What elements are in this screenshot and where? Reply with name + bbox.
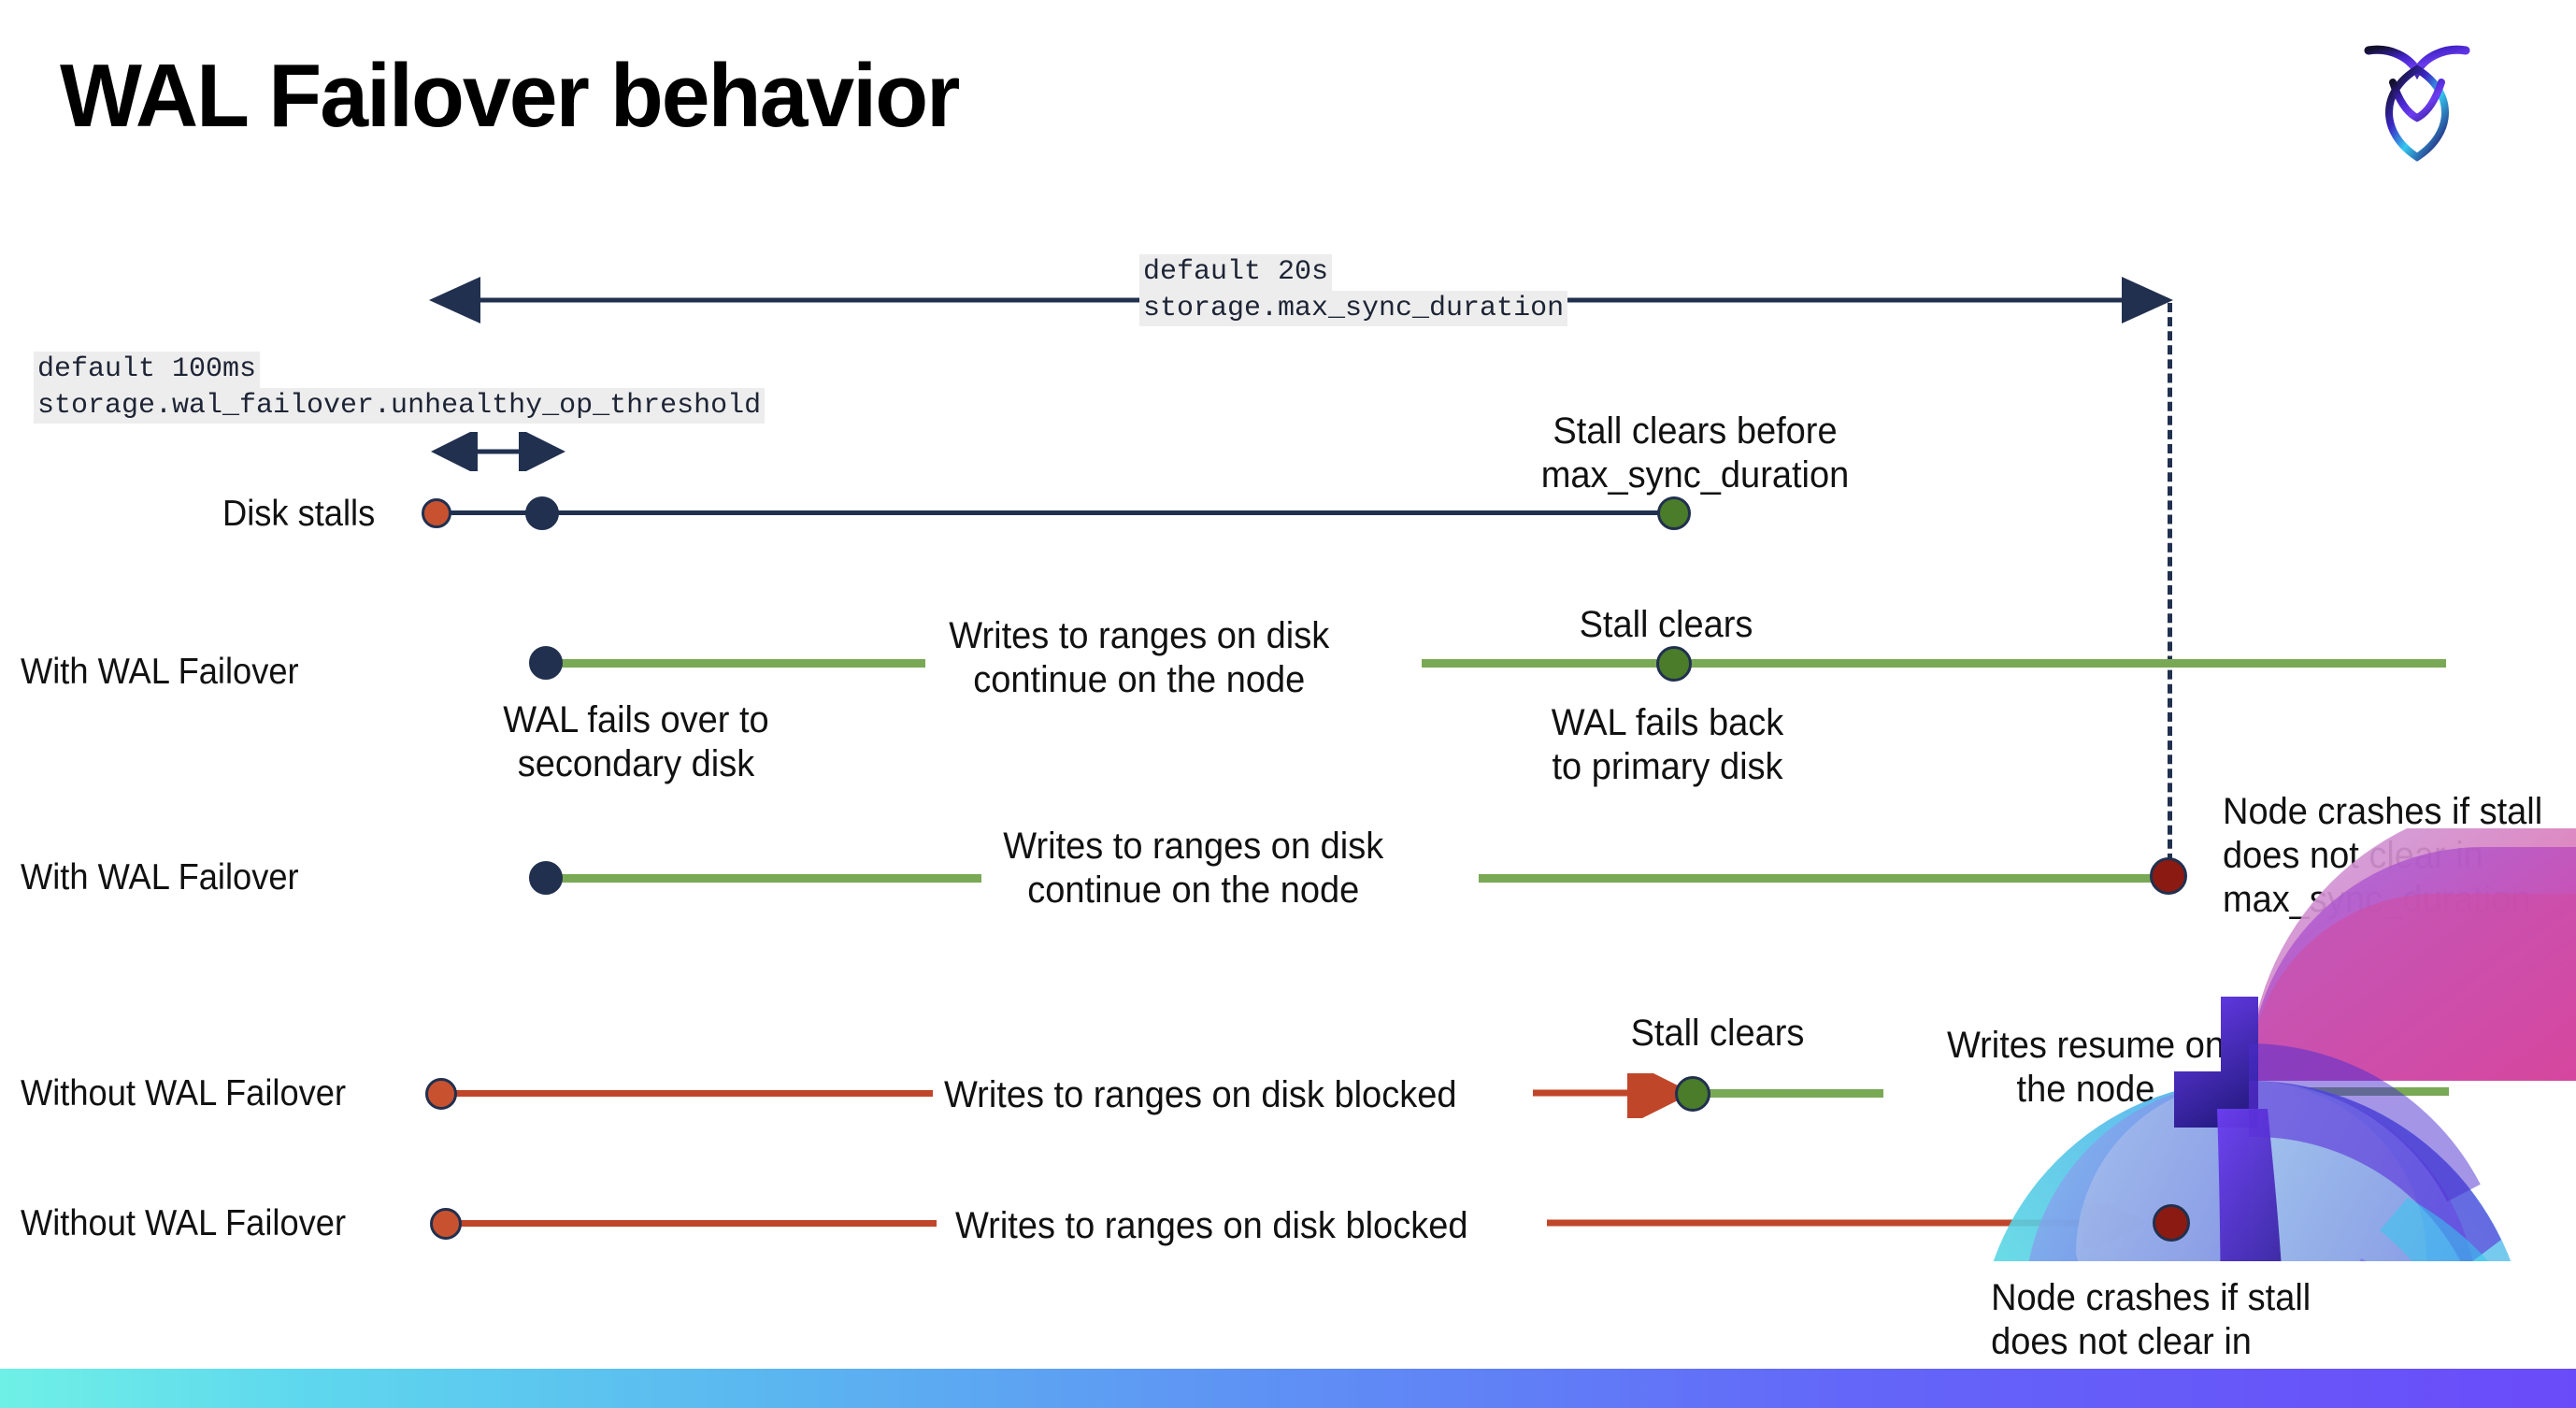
with-wal-failover-1-segment-a xyxy=(542,659,925,668)
without-wal-failover-2-blocked-segment-a xyxy=(460,1220,937,1227)
row-label-with-wal-failover-2: With WAL Failover xyxy=(21,857,299,898)
cockroachdb-logo-icon xyxy=(2352,24,2483,165)
row-label-with-wal-failover-1: With WAL Failover xyxy=(21,652,299,692)
row-label-without-wal-failover-1: Without WAL Failover xyxy=(21,1073,347,1113)
callout-writes-resume: Writes resume on the node xyxy=(1946,1025,2225,1111)
with-wal-failover-2-segment-a xyxy=(542,874,981,883)
disk-stall-clears-dot xyxy=(1657,496,1691,530)
wal-stall-clears-dot-1 xyxy=(1656,646,1692,682)
max-sync-duration-annotation: default 20s storage.max_sync_duration xyxy=(1139,254,1568,327)
wal-failover-start-dot-1 xyxy=(529,646,563,680)
node-crash-dot-2 xyxy=(2153,1204,2190,1242)
max-sync-dashed-connector xyxy=(2168,303,2172,877)
wal-failover-start-dot-2 xyxy=(529,861,563,895)
page-title: WAL Failover behavior xyxy=(60,46,960,146)
node-crash-dot-1 xyxy=(2150,857,2187,895)
with-wal-failover-2-segment-b xyxy=(1479,874,2170,883)
unhealthy-op-setting-text: storage.wal_failover.unhealthy_op_thresh… xyxy=(34,387,766,424)
callout-stall-clears-1: Stall clears xyxy=(1579,604,1753,645)
row-label-without-wal-failover-2: Without WAL Failover xyxy=(21,1203,347,1243)
callout-stall-clears-before-max-sync: Stall clears before max_sync_duration xyxy=(1540,410,1850,496)
row-label-disk-stalls: Disk stalls xyxy=(222,494,376,534)
disk-stall-detected-dot xyxy=(525,496,559,530)
callout-stall-clears-2: Stall clears xyxy=(1630,1013,1805,1054)
callout-writes-blocked-2: Writes to ranges on disk blocked xyxy=(955,1205,1468,1246)
max-sync-setting-text: storage.max_sync_duration xyxy=(1139,290,1568,327)
disk-stalls-timeline xyxy=(436,510,1675,515)
callout-writes-continue-1: Writes to ranges on disk continue on the… xyxy=(949,615,1330,701)
unhealthy-op-default-text: default 100ms xyxy=(34,352,261,388)
without-wal-failover-1-blocked-segment xyxy=(456,1090,933,1097)
with-wal-failover-1-segment-b xyxy=(1422,659,2446,668)
disk-stall-start-dot xyxy=(422,498,451,528)
without-wal-stall-clears-dot-1 xyxy=(1675,1076,1710,1112)
callout-writes-blocked-1: Writes to ranges on disk blocked xyxy=(944,1074,1457,1115)
without-wal-failover-1-arrow xyxy=(1533,1073,1693,1118)
max-sync-default-text: default 20s xyxy=(1139,254,1333,291)
without-wal-stall-start-dot-2 xyxy=(430,1208,462,1240)
unhealthy-op-threshold-annotation: default 100ms storage.wal_failover.unhea… xyxy=(34,352,766,424)
without-wal-failover-1-resume-segment-a xyxy=(1706,1089,1883,1098)
bottom-gradient-bar xyxy=(0,1369,2576,1408)
without-wal-stall-start-dot-1 xyxy=(425,1078,457,1110)
callout-wal-fails-back: WAL fails back to primary disk xyxy=(1551,702,1784,788)
callout-wal-fails-over: WAL fails over to secondary disk xyxy=(503,699,769,785)
callout-writes-continue-2: Writes to ranges on disk continue on the… xyxy=(1003,826,1384,912)
unhealthy-op-threshold-arrow xyxy=(431,432,565,471)
